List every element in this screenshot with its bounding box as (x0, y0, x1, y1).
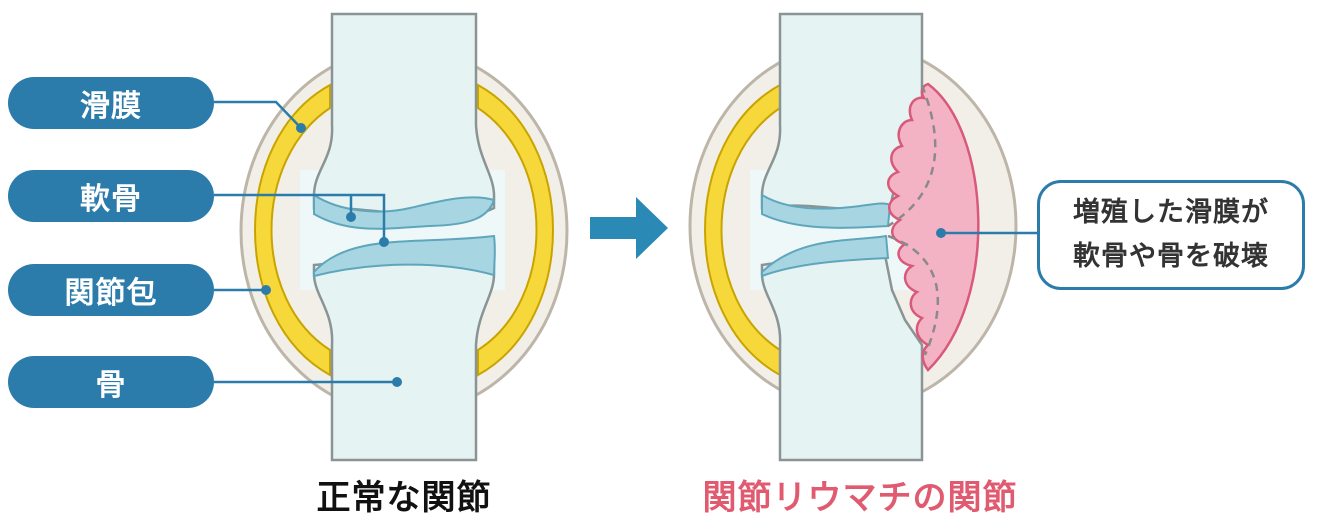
label-cartilage-text: 軟骨 (80, 182, 142, 217)
dot-capsule (261, 285, 271, 295)
normal-joint (239, 12, 569, 462)
callout-line-1: 増殖した滑膜が (1073, 197, 1269, 228)
label-synovium: 滑膜 (8, 77, 214, 129)
original-bone-contour-lower (887, 234, 940, 356)
upper-cartilage-normal (313, 193, 496, 230)
label-bone: 骨 (8, 356, 214, 408)
caption-normal-joint: 正常な関節 (316, 478, 492, 518)
callout-line-2: 軟骨や骨を破壊 (1073, 241, 1269, 272)
caption-ra-joint: 関節リウマチの関節 (702, 478, 1018, 518)
original-bone-contour-upper (887, 84, 937, 228)
label-joint-capsule: 関節包 (8, 264, 214, 316)
lower-bone-normal (312, 251, 496, 462)
dot-cartilage-upper (346, 212, 356, 222)
label-joint-capsule-text: 関節包 (64, 276, 158, 311)
synovium-left-normal (254, 83, 331, 377)
upper-cartilage-ra (761, 193, 892, 229)
ra-joint (688, 12, 1037, 462)
label-bone-text: 骨 (95, 368, 127, 403)
lower-cartilage-ra (761, 234, 890, 278)
leader-synovium (214, 100, 302, 129)
lower-cartilage-normal (313, 234, 496, 278)
dot-cartilage-lower (379, 237, 389, 247)
arrow-right-icon (590, 197, 668, 259)
dot-synovium (296, 123, 306, 133)
leader-lines (214, 100, 397, 384)
upper-bone-normal (312, 12, 496, 218)
dot-callout (936, 228, 946, 238)
synovium-right-normal (477, 83, 554, 377)
dot-bone (392, 377, 402, 387)
callout-box: 増殖した滑膜が 軟骨や骨を破壊 (1037, 180, 1305, 290)
leader-cartilage (214, 193, 386, 242)
label-cartilage: 軟骨 (8, 170, 214, 222)
leader-dots (261, 123, 402, 387)
label-synovium-text: 滑膜 (80, 89, 142, 124)
